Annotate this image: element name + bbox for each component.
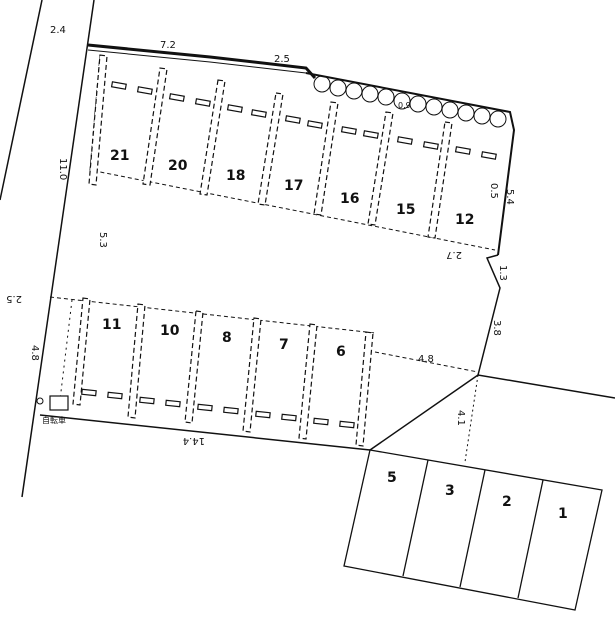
space-6: 6 <box>336 344 346 360</box>
dim-0-5: 0.5 <box>488 183 499 199</box>
dim-1-3: 1.3 <box>497 265 508 281</box>
space-1: 1 <box>558 506 568 522</box>
space-5: 5 <box>387 470 397 486</box>
lower-lot-top <box>49 296 376 334</box>
bicycle-marker <box>36 397 44 405</box>
lower-lot-left-dotted <box>59 299 73 401</box>
road-edge-right <box>21 0 95 498</box>
space-20: 20 <box>168 158 188 174</box>
dim-7-2: 7.2 <box>160 40 176 51</box>
south-block <box>343 449 603 611</box>
lower-row-dividers <box>72 297 374 447</box>
space-16: 16 <box>340 191 359 207</box>
dim-4-1: 4.1 <box>455 410 466 426</box>
dim-0-9: 0.9 <box>398 101 411 110</box>
top-boundary-inner <box>87 49 307 74</box>
space-8: 8 <box>222 330 232 346</box>
road-boundary <box>369 374 615 451</box>
space-11: 11 <box>102 317 121 333</box>
space-21: 21 <box>110 148 129 164</box>
space-17: 17 <box>284 178 303 194</box>
dim-2-4: 2.4 <box>50 25 66 36</box>
upper-row-dividers <box>88 54 453 239</box>
space-3: 3 <box>445 483 455 499</box>
bicycle-parking-box <box>49 395 69 411</box>
dim-2-7: 2.7 <box>446 249 462 260</box>
dim-4-8-mid: 4.8 <box>418 354 434 365</box>
east-boundary <box>477 254 501 376</box>
hedge-boundary <box>305 72 516 256</box>
space-15: 15 <box>396 202 415 218</box>
bicycle-label: 自転車 <box>42 415 66 425</box>
dim-2-5-left: 2.5 <box>6 293 22 304</box>
lower-lot-bottom <box>39 414 371 451</box>
lower-wheel-stops <box>81 388 355 429</box>
dim-5-3: 5.3 <box>97 232 108 248</box>
space-10: 10 <box>160 323 180 339</box>
dim-3-8: 3.8 <box>491 320 502 336</box>
dim-5-4: 5.4 <box>504 189 515 205</box>
dim-4-8-left: 4.8 <box>29 345 40 361</box>
upper-wheel-stops <box>110 81 497 160</box>
space-12: 12 <box>455 212 474 228</box>
space-7: 7 <box>279 337 289 353</box>
dim-11-0: 11.0 <box>57 158 68 180</box>
road-edge-left <box>0 0 43 201</box>
dim-14-4: 14.4 <box>183 435 205 446</box>
space-18: 18 <box>226 168 245 184</box>
lower-lot-mid-dashed <box>374 351 479 373</box>
dim-2-5-top: 2.5 <box>274 54 290 65</box>
space-2: 2 <box>502 494 512 510</box>
